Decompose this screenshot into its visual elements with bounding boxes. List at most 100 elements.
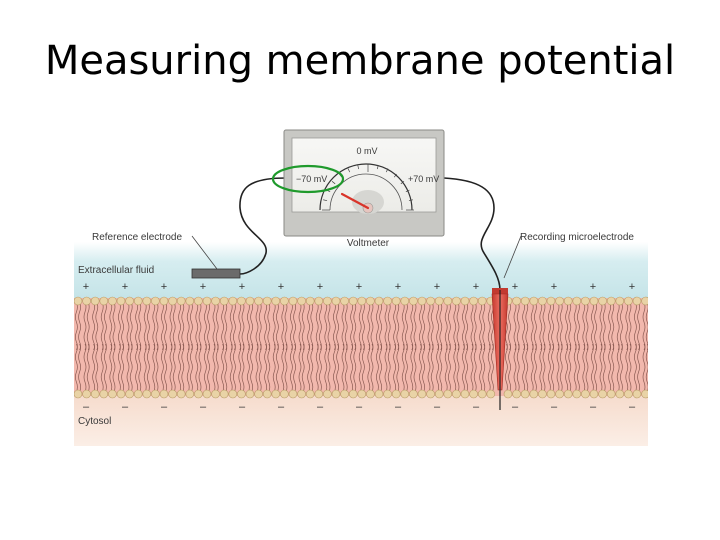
phospholipid-head: [116, 389, 126, 399]
phospholipid-head: [211, 389, 220, 399]
lipid-tail: [138, 343, 142, 393]
lipid-tail: [78, 343, 81, 393]
lipid-tail: [573, 343, 577, 393]
lipid-tail: [267, 301, 271, 351]
phospholipid-head: [262, 389, 272, 399]
lipid-tail: [86, 301, 90, 351]
lipid-tail: [290, 343, 293, 393]
slide-title: Measuring membrane potential: [44, 38, 676, 84]
lipid-tail: [324, 301, 328, 351]
lipid-tail: [135, 343, 138, 393]
phospholipid-head: [357, 389, 367, 399]
lipid-tail: [645, 343, 648, 393]
lipid-tail: [430, 301, 434, 351]
lipid-tail: [565, 301, 568, 351]
lipid-tail: [522, 343, 525, 393]
lipid-tail: [585, 343, 589, 393]
lipid-tail: [344, 301, 348, 351]
positive-charge: +: [239, 281, 245, 293]
lipid-tail: [126, 343, 130, 393]
phospholipid-head: [133, 296, 143, 306]
lipid-tail: [436, 343, 439, 393]
phospholipid-head: [546, 296, 556, 306]
lipid-tail: [198, 343, 202, 393]
dial-tick: [393, 173, 397, 178]
lipid-tail: [559, 343, 563, 393]
lipid-tail: [642, 301, 646, 351]
phospholipid-head: [443, 389, 453, 399]
lipid-tail: [387, 343, 391, 393]
lipid-tail: [301, 343, 305, 393]
recording-microelectrode: [491, 288, 509, 410]
lipid-tail: [241, 343, 245, 393]
negative-charge: –: [551, 401, 558, 413]
dial-tick: [408, 199, 413, 201]
phospholipid-head: [228, 296, 238, 306]
phospholipid-head: [615, 389, 625, 399]
lipid-tail: [539, 301, 543, 351]
lipid-tail: [250, 301, 253, 351]
lipid-tail: [642, 343, 646, 393]
phospholipid-head: [176, 296, 186, 306]
lipid-tail: [551, 301, 554, 351]
dial-tick: [400, 181, 405, 185]
negative-charge: –: [590, 401, 597, 413]
lipid-tail: [487, 343, 491, 393]
lipid-tail: [516, 301, 520, 351]
lipid-tail: [333, 343, 336, 393]
lipid-tail: [542, 301, 546, 351]
lipid-tail: [95, 343, 99, 393]
phospholipid-head: [391, 296, 401, 306]
phospholipid-head: [512, 389, 521, 399]
lipid-tail: [362, 343, 365, 393]
phospholipid-head: [90, 296, 100, 306]
lipid-tails: [75, 301, 648, 393]
lipid-tail: [204, 301, 207, 351]
lipid-tail: [169, 301, 173, 351]
lipid-tail: [161, 301, 164, 351]
lipid-tail: [551, 343, 554, 393]
positive-charge: +: [395, 281, 401, 293]
phospholipid-head: [434, 389, 444, 399]
lipid-tail: [594, 301, 597, 351]
lipid-tail: [585, 301, 589, 351]
phospholipid-head: [409, 296, 418, 306]
lipid-tail: [393, 343, 396, 393]
positive-charge: +: [590, 281, 596, 293]
lipid-tail: [221, 343, 224, 393]
phospholipid-head: [159, 296, 169, 306]
lipid-tail: [637, 343, 640, 393]
lipid-tail: [565, 343, 568, 393]
cytosol-label: Cytosol: [78, 416, 111, 427]
voltmeter: 0 mV −70 mV +70 mV Voltmeter: [283, 129, 445, 249]
lipid-tail: [95, 301, 99, 351]
lipid-tail: [542, 343, 546, 393]
lipid-tail: [118, 343, 121, 393]
lipid-tail: [129, 343, 133, 393]
lipid-tail: [333, 301, 336, 351]
lipid-tail: [344, 343, 348, 393]
phospholipid-head: [151, 389, 160, 399]
phospholipid-head: [598, 389, 607, 399]
phospholipid-head: [520, 389, 530, 399]
phospholipid-head: [159, 389, 169, 399]
lipid-tail: [250, 343, 253, 393]
lipid-tail: [602, 301, 606, 351]
scale-negative-label: −70 mV: [296, 174, 327, 184]
phospholipid-head: [469, 389, 478, 399]
lipid-tail: [336, 343, 339, 393]
lipid-tail: [448, 343, 451, 393]
lipid-tail: [233, 343, 236, 393]
lipid-tail: [376, 301, 379, 351]
phospholipid-head: [624, 389, 633, 399]
phospholipid-head: [563, 389, 573, 399]
lipid-tail: [276, 343, 279, 393]
lipid-tail: [307, 301, 310, 351]
lipid-tail: [284, 343, 288, 393]
lipid-tail: [473, 343, 477, 393]
lipid-tail: [479, 301, 482, 351]
lipid-tail: [212, 301, 216, 351]
phospholipid-head: [348, 389, 358, 399]
lipid-tail: [272, 301, 276, 351]
phospholipid-head: [237, 389, 246, 399]
